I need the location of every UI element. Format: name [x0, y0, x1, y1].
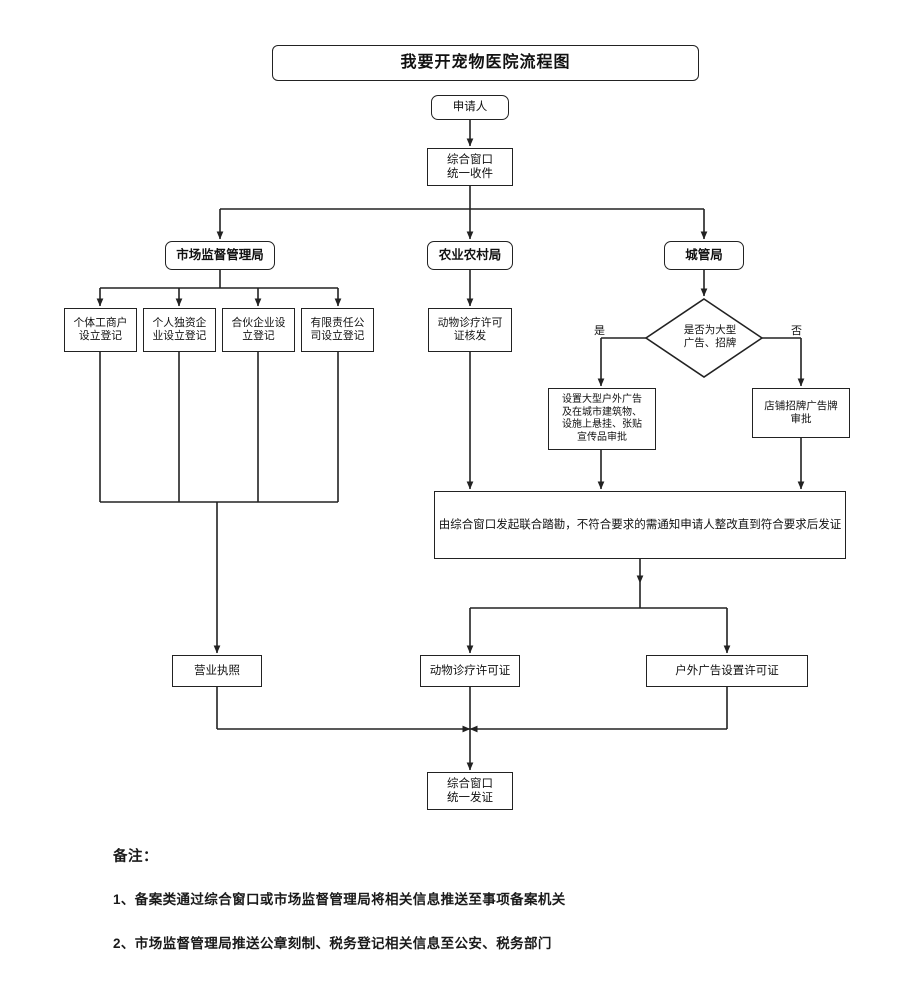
notes-section: 备注： 1、备案类通过综合窗口或市场监督管理局将相关信息推送至事项备案机关 2、… — [113, 845, 853, 976]
node-animal-clinic-certificate[interactable]: 动物诊疗许可证 — [420, 655, 520, 687]
node-dept-market-label: 市场监督管理局 — [176, 247, 264, 262]
node-dept-urban-management[interactable]: 城管局 — [664, 241, 744, 270]
node-outdoor-ad-certificate[interactable]: 户外广告设置许可证 — [646, 655, 808, 687]
node-registration-4-label: 有限责任公 司设立登记 — [310, 316, 365, 342]
node-decision-big-advertisement[interactable]: 是否为大型 广告、招牌 — [656, 298, 764, 378]
node-registration-partnership[interactable]: 合伙企业设 立登记 — [222, 308, 295, 352]
node-registration-1-label: 个体工商户 设立登记 — [73, 316, 128, 342]
diagram-title-text: 我要开宠物医院流程图 — [400, 54, 571, 71]
node-dept-agriculture-label: 农业农村局 — [438, 247, 502, 262]
diagram-title: 我要开宠物医院流程图 — [272, 45, 699, 81]
node-outdoor-ad-cert-label: 户外广告设置许可证 — [675, 664, 779, 677]
node-window-intake-label: 综合窗口 统一收件 — [447, 153, 493, 180]
node-window-intake[interactable]: 综合窗口 统一收件 — [427, 148, 513, 186]
node-joint-inspection-label: 由综合窗口发起联合踏勘，不符合要求的需通知申请人整改直到符合要求后发证 — [438, 518, 842, 531]
node-window-issue[interactable]: 综合窗口 统一发证 — [427, 772, 513, 810]
node-animal-permit-issue-label: 动物诊疗许可 证核发 — [437, 316, 503, 342]
node-business-license-label: 营业执照 — [194, 664, 240, 677]
node-registration-2-label: 个人独资企 业设立登记 — [152, 316, 207, 342]
node-registration-limited-company[interactable]: 有限责任公 司设立登记 — [301, 308, 374, 352]
node-shop-sign-approval[interactable]: 店铺招牌广告牌 审批 — [752, 388, 850, 438]
note-item-2: 2、市场监督管理局推送公章刻制、税务登记相关信息至公安、税务部门 — [113, 936, 552, 951]
node-registration-3-label: 合伙企业设 立登记 — [231, 316, 286, 342]
node-business-license[interactable]: 营业执照 — [172, 655, 262, 687]
notes-heading: 备注： — [113, 849, 158, 865]
node-shop-sign-label: 店铺招牌广告牌 审批 — [764, 399, 838, 425]
edge-label-yes: 是 — [594, 325, 605, 337]
node-big-outdoor-ad-approval[interactable]: 设置大型户外广告 及在城市建筑物、 设施上悬挂、张贴 宣传品审批 — [548, 388, 656, 450]
node-joint-inspection[interactable]: 由综合窗口发起联合踏勘，不符合要求的需通知申请人整改直到符合要求后发证 — [434, 491, 846, 559]
note-item-1: 1、备案类通过综合窗口或市场监督管理局将相关信息推送至事项备案机关 — [113, 892, 566, 907]
node-applicant[interactable]: 申请人 — [431, 95, 509, 120]
node-dept-market-regulation[interactable]: 市场监督管理局 — [165, 241, 275, 270]
node-applicant-label: 申请人 — [452, 101, 488, 114]
node-big-outdoor-ad-label: 设置大型户外广告 及在城市建筑物、 设施上悬挂、张贴 宣传品审批 — [562, 394, 642, 443]
edge-label-no: 否 — [791, 325, 802, 337]
node-dept-agriculture[interactable]: 农业农村局 — [427, 241, 513, 270]
node-dept-urban-label: 城管局 — [685, 247, 723, 262]
node-registration-sole-proprietorship[interactable]: 个人独资企 业设立登记 — [143, 308, 216, 352]
node-window-issue-label: 综合窗口 统一发证 — [447, 777, 493, 804]
node-decision-label: 是否为大型 广告、招牌 — [683, 324, 737, 349]
node-animal-permit-issue[interactable]: 动物诊疗许可 证核发 — [428, 308, 512, 352]
node-animal-clinic-cert-label: 动物诊疗许可证 — [429, 664, 511, 677]
node-registration-individual-business[interactable]: 个体工商户 设立登记 — [64, 308, 137, 352]
